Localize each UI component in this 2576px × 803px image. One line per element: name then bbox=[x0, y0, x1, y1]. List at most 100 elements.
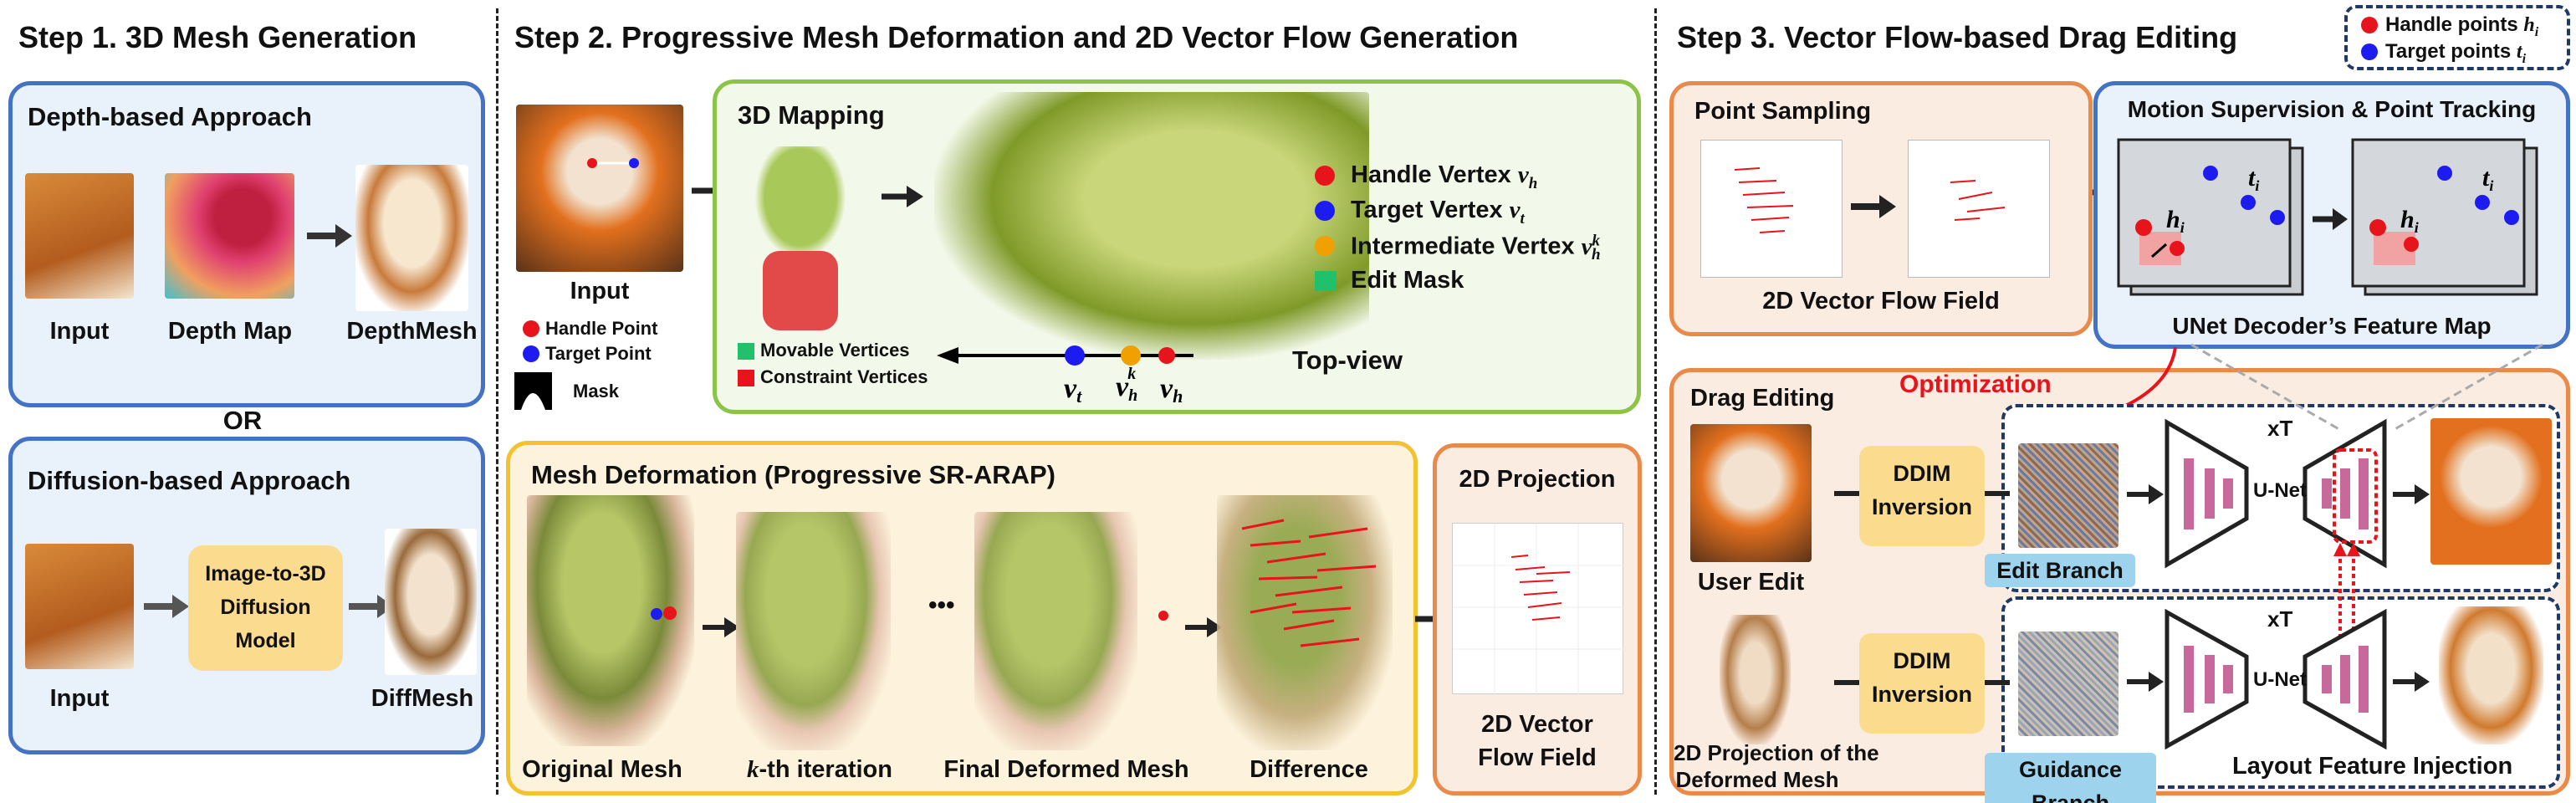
arrow-icon bbox=[2127, 672, 2164, 692]
original-mesh-image bbox=[527, 495, 694, 746]
diffmesh-image bbox=[385, 529, 477, 675]
unet-guidance bbox=[2165, 608, 2387, 750]
caption-final-deformed-mesh: Final Deformed Mesh bbox=[943, 756, 1189, 783]
step2-title: Step 2. Progressive Mesh Deformation and… bbox=[514, 20, 1519, 54]
caption-line-1: 2D Vector bbox=[1481, 711, 1593, 738]
caption-input: Input bbox=[49, 685, 110, 712]
caption-2d-vector-flow-field: 2D Vector Flow Field bbox=[1762, 288, 2000, 315]
arrow-icon bbox=[2393, 484, 2430, 504]
depth-map-image bbox=[165, 173, 294, 299]
guidance-branch-tag: Guidance Branch bbox=[1985, 753, 2156, 803]
edit-mask-swatch bbox=[1315, 271, 1337, 291]
model-line-3: Model bbox=[235, 629, 296, 652]
3d-mapping-title: 3D Mapping bbox=[738, 100, 885, 130]
2d-projection-title: 2D Projection bbox=[1459, 466, 1616, 493]
ddim-inversion-box: DDIM Inversion bbox=[1859, 633, 1985, 734]
model-line-2: Diffusion bbox=[220, 596, 311, 619]
drag-editing-title: Drag Editing bbox=[1690, 385, 1835, 412]
caption-line-2: Flow Field bbox=[1478, 744, 1597, 771]
constraint-mesh-body bbox=[763, 251, 838, 330]
final-deformed-mesh-image bbox=[974, 512, 1137, 750]
edited-result-image bbox=[2430, 418, 2552, 565]
vh-symbol: vh bbox=[1160, 373, 1183, 407]
arrow-icon bbox=[2313, 208, 2348, 230]
layout-feature-injection-label: Layout Feature Injection bbox=[2232, 753, 2513, 780]
input-edit-image bbox=[516, 105, 683, 272]
arrow-icon bbox=[1185, 617, 1222, 637]
legend-target-points: Target points ti bbox=[2385, 40, 2527, 66]
image-to-3d-model-box: Image-to-3D Diffusion Model bbox=[188, 545, 343, 671]
svg-text:ti: ti bbox=[2248, 164, 2259, 194]
target-vertex-dot bbox=[1315, 201, 1335, 221]
xt-label: xT bbox=[2267, 606, 2293, 632]
unet-label: U-Net bbox=[2253, 668, 2307, 691]
section-divider bbox=[496, 8, 498, 795]
intermediate-vertex-dot bbox=[1315, 236, 1335, 256]
handle-vertex-dot bbox=[1315, 166, 1335, 186]
feature-map-right: hi ti bbox=[2351, 138, 2538, 296]
section-divider bbox=[1654, 8, 1657, 795]
svg-text:ti: ti bbox=[2482, 164, 2493, 194]
caption-diffmesh: DiffMesh bbox=[371, 685, 474, 712]
feature-map-connectors bbox=[2190, 343, 2543, 432]
legend-target-vertex: Target Vertex vt bbox=[1351, 197, 1525, 228]
unet-edit bbox=[2165, 418, 2387, 569]
legend-handle-points: Handle points hi bbox=[2385, 13, 2539, 39]
or-label: OR bbox=[222, 406, 263, 435]
arrow-icon bbox=[703, 617, 739, 637]
connector-line bbox=[1834, 491, 1859, 496]
handle-points-dot bbox=[2361, 17, 2378, 33]
ddim-line-2: Inversion bbox=[1871, 494, 1973, 519]
ddim-line-1: DDIM bbox=[1893, 648, 1951, 673]
drag-arrow-icon bbox=[587, 158, 639, 168]
caption-unet-feature-map: UNet Decoder’s Feature Map bbox=[2172, 313, 2492, 339]
flow-field-vectors bbox=[1453, 524, 1624, 695]
sampled-flow-plot bbox=[1908, 140, 2050, 278]
green-mesh-image bbox=[754, 146, 846, 259]
noise-latent-image bbox=[2018, 443, 2119, 548]
legend-edit-mask: Edit Mask bbox=[1351, 267, 1464, 294]
caption-input: Input bbox=[570, 278, 630, 304]
caption-projection-line-1: 2D Projection of the bbox=[1674, 740, 1879, 765]
difference-image bbox=[1217, 495, 1393, 750]
flow-field-plot bbox=[1700, 140, 1843, 278]
target-point-dot bbox=[523, 345, 539, 362]
unet-label: U-Net bbox=[2253, 479, 2307, 502]
topview-mesh-image bbox=[934, 92, 1369, 360]
top-view-label: Top-view bbox=[1292, 345, 1403, 375]
legend-handle-point: Handle Point bbox=[545, 318, 658, 339]
feature-map-left: hi ti bbox=[2117, 138, 2304, 296]
mesh-deformation-title: Mesh Deformation (Progressive SR-ARAP) bbox=[531, 460, 1056, 489]
caption-kth-iteration: k-th iteration bbox=[747, 756, 892, 783]
caption-depth-map: Depth Map bbox=[167, 318, 293, 345]
3d-mapping-panel: 3D Mapping Movable Vertices Constraint V… bbox=[713, 79, 1641, 414]
connector-line bbox=[1985, 680, 2010, 685]
kth-iteration-image bbox=[736, 512, 891, 750]
top-view-axis: vt vhk vh bbox=[937, 345, 1193, 407]
arrow-icon bbox=[2393, 672, 2430, 692]
caption-depthmesh: DepthMesh bbox=[346, 318, 478, 345]
step1-title: Step 1. 3D Mesh Generation bbox=[18, 20, 417, 54]
depth-mesh-image bbox=[355, 165, 468, 311]
arrow-icon bbox=[307, 224, 352, 248]
handle-point-dot bbox=[1158, 611, 1168, 621]
input-dog-image bbox=[25, 173, 134, 299]
movable-vertices-swatch bbox=[738, 343, 754, 360]
sampled-vectors bbox=[1950, 180, 2006, 221]
flow-vectors bbox=[1241, 519, 1377, 647]
handle-point-dot bbox=[663, 606, 677, 620]
ddim-line-1: DDIM bbox=[1893, 461, 1951, 486]
guidance-latent-image bbox=[2018, 632, 2119, 736]
legend-mask: Mask bbox=[573, 381, 620, 402]
arrow-icon bbox=[1851, 195, 1896, 218]
caption-user-edit: User Edit bbox=[1697, 569, 1805, 596]
connector-line bbox=[1985, 491, 2010, 496]
vhk-symbol: vhk bbox=[1116, 365, 1137, 405]
2d-projection-panel: 2D Projection 2D Vector Flow Field bbox=[1433, 443, 1642, 795]
ddim-inversion-box: DDIM Inversion bbox=[1859, 446, 1985, 546]
legend-movable-vertices: Movable Vertices bbox=[760, 340, 910, 361]
ddim-line-2: Inversion bbox=[1871, 682, 1973, 707]
depth-panel-title: Depth-based Approach bbox=[28, 102, 312, 131]
projection-mesh-image bbox=[1720, 615, 1791, 744]
ellipsis: ••• bbox=[928, 591, 955, 619]
